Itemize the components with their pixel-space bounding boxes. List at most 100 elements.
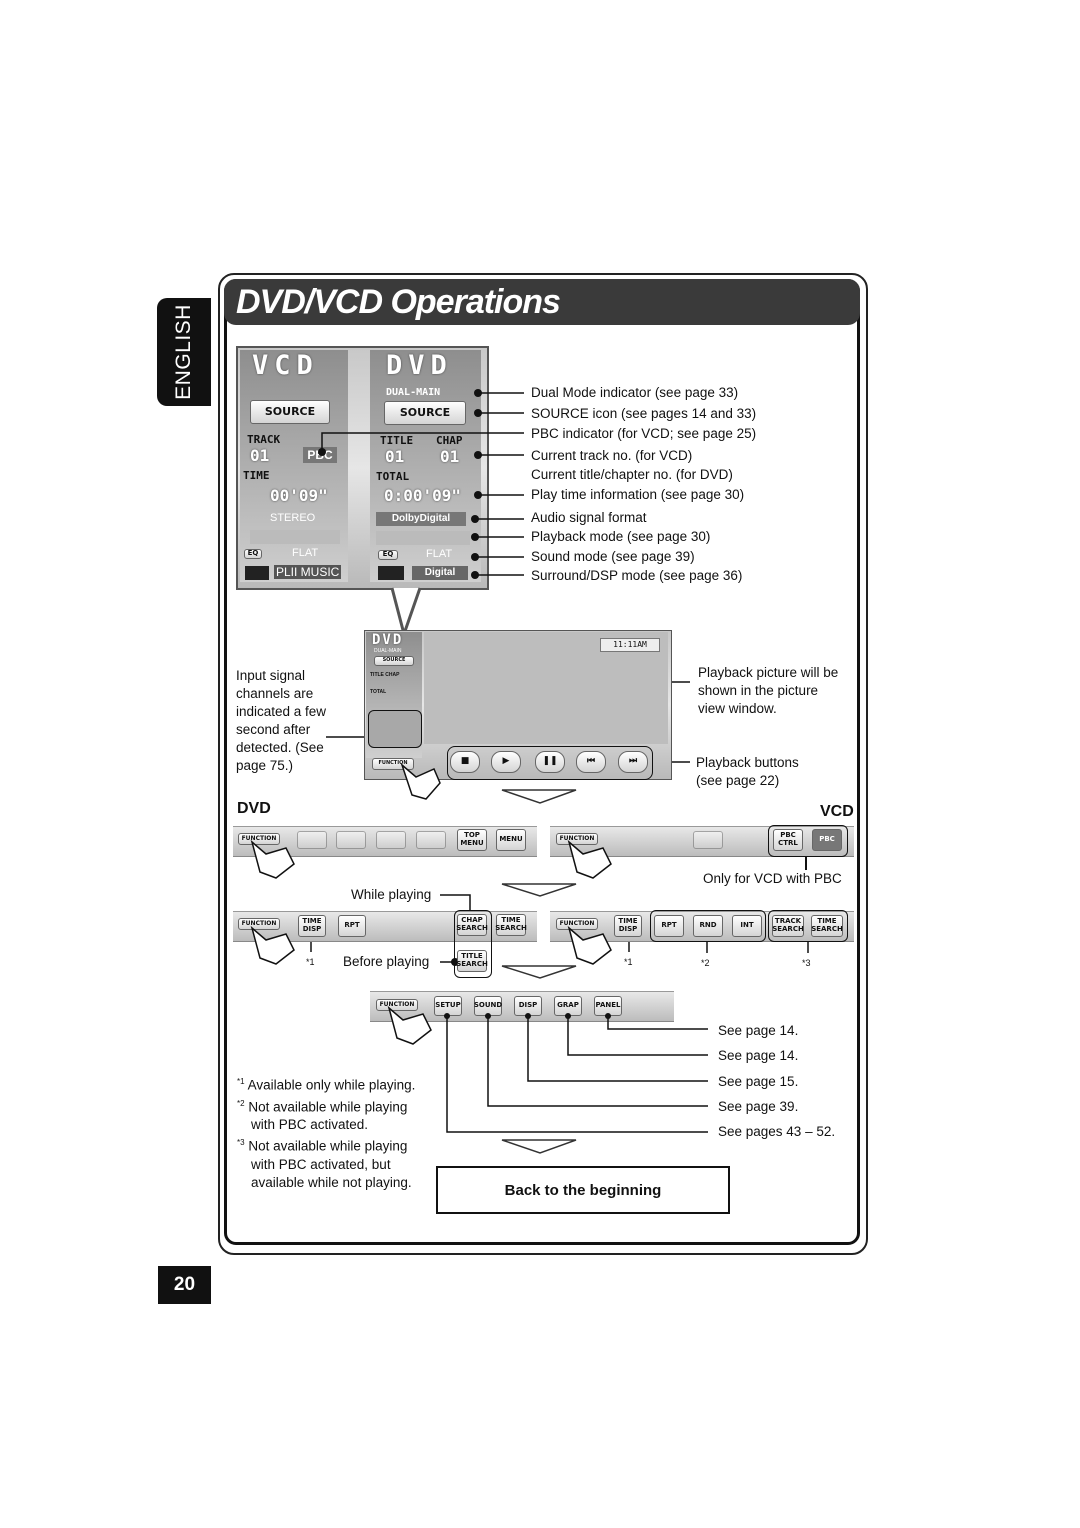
stop-button[interactable]: ■ (450, 751, 480, 773)
dvd-bar1-audio-button[interactable] (376, 831, 406, 849)
vcd-int-button[interactable]: INT (732, 915, 762, 937)
track-search-button[interactable]: TRACK SEARCH (772, 915, 804, 937)
vcd-time: 00'09" (270, 486, 328, 505)
vcd-time-label: TIME (243, 469, 270, 482)
dvd-total-label: TOTAL (376, 470, 410, 483)
vcd-eq-icon: EQ (244, 549, 262, 559)
page-title: DVD/VCD Operations (236, 283, 561, 321)
callout-playback-mode: Playback mode (see page 30) (531, 529, 711, 544)
while-playing-label: While playing (351, 887, 432, 902)
pbc-button[interactable]: PBC (812, 829, 842, 851)
vcd-source-icon[interactable]: SOURCE (250, 400, 330, 424)
pbc-callout-line (805, 856, 807, 870)
callout-pbc-indicator: PBC indicator (for VCD; see page 25) (531, 426, 757, 441)
dvd-bar1-angle-button[interactable] (297, 831, 327, 849)
playback-buttons-note: Playback buttons (see page 22) (696, 755, 799, 788)
playback-picture-note: Playback picture will be shown in the pi… (698, 665, 839, 716)
dvd-time: 0:00'09" (384, 486, 462, 505)
vcd-rpt-button[interactable]: RPT (654, 915, 684, 937)
vcd-section-label: VCD (820, 803, 854, 820)
search-group (768, 910, 848, 942)
see-page-setup: See pages 43 – 52. (718, 1124, 836, 1139)
mark-vcd-time-disp: *1 (624, 957, 633, 967)
footnotes: *1 Available only while playing. *2 Not … (237, 1077, 416, 1190)
dvd-dual-mode-indicator: DUAL-MAIN (386, 387, 441, 398)
mini-title-chap: TITLE CHAP (370, 672, 400, 678)
dvd-function-button-2[interactable]: FUNCTION (238, 918, 280, 930)
vcd-rnd-button[interactable]: RND (693, 915, 723, 937)
playback-buttons-group (447, 746, 653, 780)
mark-dvd-time-disp: *1 (306, 957, 315, 967)
see-page-grap: See page 14. (718, 1048, 799, 1063)
top-menu-button[interactable]: TOP MENU (457, 829, 487, 851)
language-tab (157, 298, 211, 406)
vcd-header: VCD (252, 350, 319, 381)
dvd-audio-format: DolbyDigital (376, 512, 466, 526)
dvd-playback-mode (376, 531, 470, 545)
vcd-function-button-2[interactable]: FUNCTION (556, 918, 598, 930)
dvd-bar1-zoom-button[interactable] (416, 831, 446, 849)
vcd-bar1-audio-button[interactable] (693, 831, 723, 849)
mini-source[interactable]: SOURCE (374, 656, 414, 666)
back-to-beginning[interactable]: Back to the beginning (436, 1166, 730, 1214)
vcd-dolby-icon (245, 566, 269, 580)
dvd-source-icon[interactable]: SOURCE (384, 401, 466, 425)
dvd-dolby-icon (378, 566, 404, 580)
callout-audio-format: Audio signal format (531, 510, 647, 525)
see-page-disp: See page 15. (718, 1074, 799, 1089)
callout-dual-mode: Dual Mode indicator (see page 33) (531, 385, 739, 400)
pbc-ctrl-button[interactable]: PBC CTRL (773, 829, 803, 851)
dvd-rpt-button[interactable]: RPT (338, 915, 366, 937)
chap-search-group (454, 910, 492, 978)
dvd-sound-mode: FLAT (426, 548, 453, 560)
callout-title-chapter-no: Current title/chapter no. (for DVD) (531, 467, 733, 482)
dvd-bar1-subtitle-button[interactable] (336, 831, 366, 849)
dvd-chap-label: CHAP (436, 434, 463, 447)
only-vcd-pbc-note: Only for VCD with PBC (703, 871, 842, 886)
dvd-title-no: 01 (385, 447, 405, 466)
see-page-sound: See page 39. (718, 1099, 799, 1114)
dvd-time-disp-button[interactable]: TIME DISP (298, 915, 326, 937)
vcd-surround-mode: PLII MUSIC (274, 565, 342, 579)
vcd-function-button-1[interactable]: FUNCTION (556, 833, 598, 845)
callout-source-icon: SOURCE icon (see pages 14 and 33) (531, 406, 757, 421)
vcd-track-no: 01 (250, 446, 270, 465)
vcd-sound-mode: FLAT (292, 547, 319, 559)
dvd-eq-icon: EQ (378, 550, 398, 560)
pause-button[interactable]: ❚❚ (535, 751, 565, 773)
vcd-playback-mode (250, 530, 340, 544)
mini-input-channels (368, 710, 422, 748)
chap-search-button[interactable]: CHAP SEARCH (456, 914, 488, 936)
callout-sound-mode: Sound mode (see page 39) (531, 549, 695, 564)
page-number: 20 (158, 1266, 211, 1304)
dvd-surround-mode: Digital (412, 566, 468, 580)
dvd-section-label: DVD (237, 800, 271, 817)
dvd-time-search-button[interactable]: TIME SEARCH (495, 914, 527, 936)
input-signal-note: Input signal channels are indicated a fe… (236, 668, 327, 773)
previous-button[interactable]: ⏮ (576, 751, 606, 773)
vcd-audio-format: STEREO (270, 512, 316, 524)
mini-header: DVD (372, 632, 404, 648)
mini-total: TOTAL (370, 689, 387, 695)
function-button-3[interactable]: FUNCTION (376, 999, 418, 1011)
vcd-time-search-button[interactable]: TIME SEARCH (811, 915, 843, 937)
next-button[interactable]: ⏭ (618, 751, 648, 773)
dvd-function-button-1[interactable]: FUNCTION (238, 833, 280, 845)
see-page-panel: See page 14. (718, 1023, 799, 1038)
play-button[interactable]: ▶ (491, 751, 521, 773)
title-search-button[interactable]: TITLE SEARCH (456, 950, 488, 972)
menu-button[interactable]: MENU (496, 829, 526, 851)
pbc-group (768, 825, 848, 857)
rpt-rnd-int-group (650, 910, 766, 942)
page-frame-outer (218, 273, 868, 1255)
mini-dual: DUAL-MAIN (374, 648, 402, 654)
before-playing-label: Before playing (343, 954, 430, 969)
mark-rnd: *2 (701, 958, 710, 968)
dvd-title-label: TITLE (380, 434, 414, 447)
vcd-track-label: TRACK (247, 433, 281, 446)
callout-surround-mode: Surround/DSP mode (see page 36) (531, 568, 743, 583)
vcd-time-disp-button[interactable]: TIME DISP (614, 915, 642, 937)
